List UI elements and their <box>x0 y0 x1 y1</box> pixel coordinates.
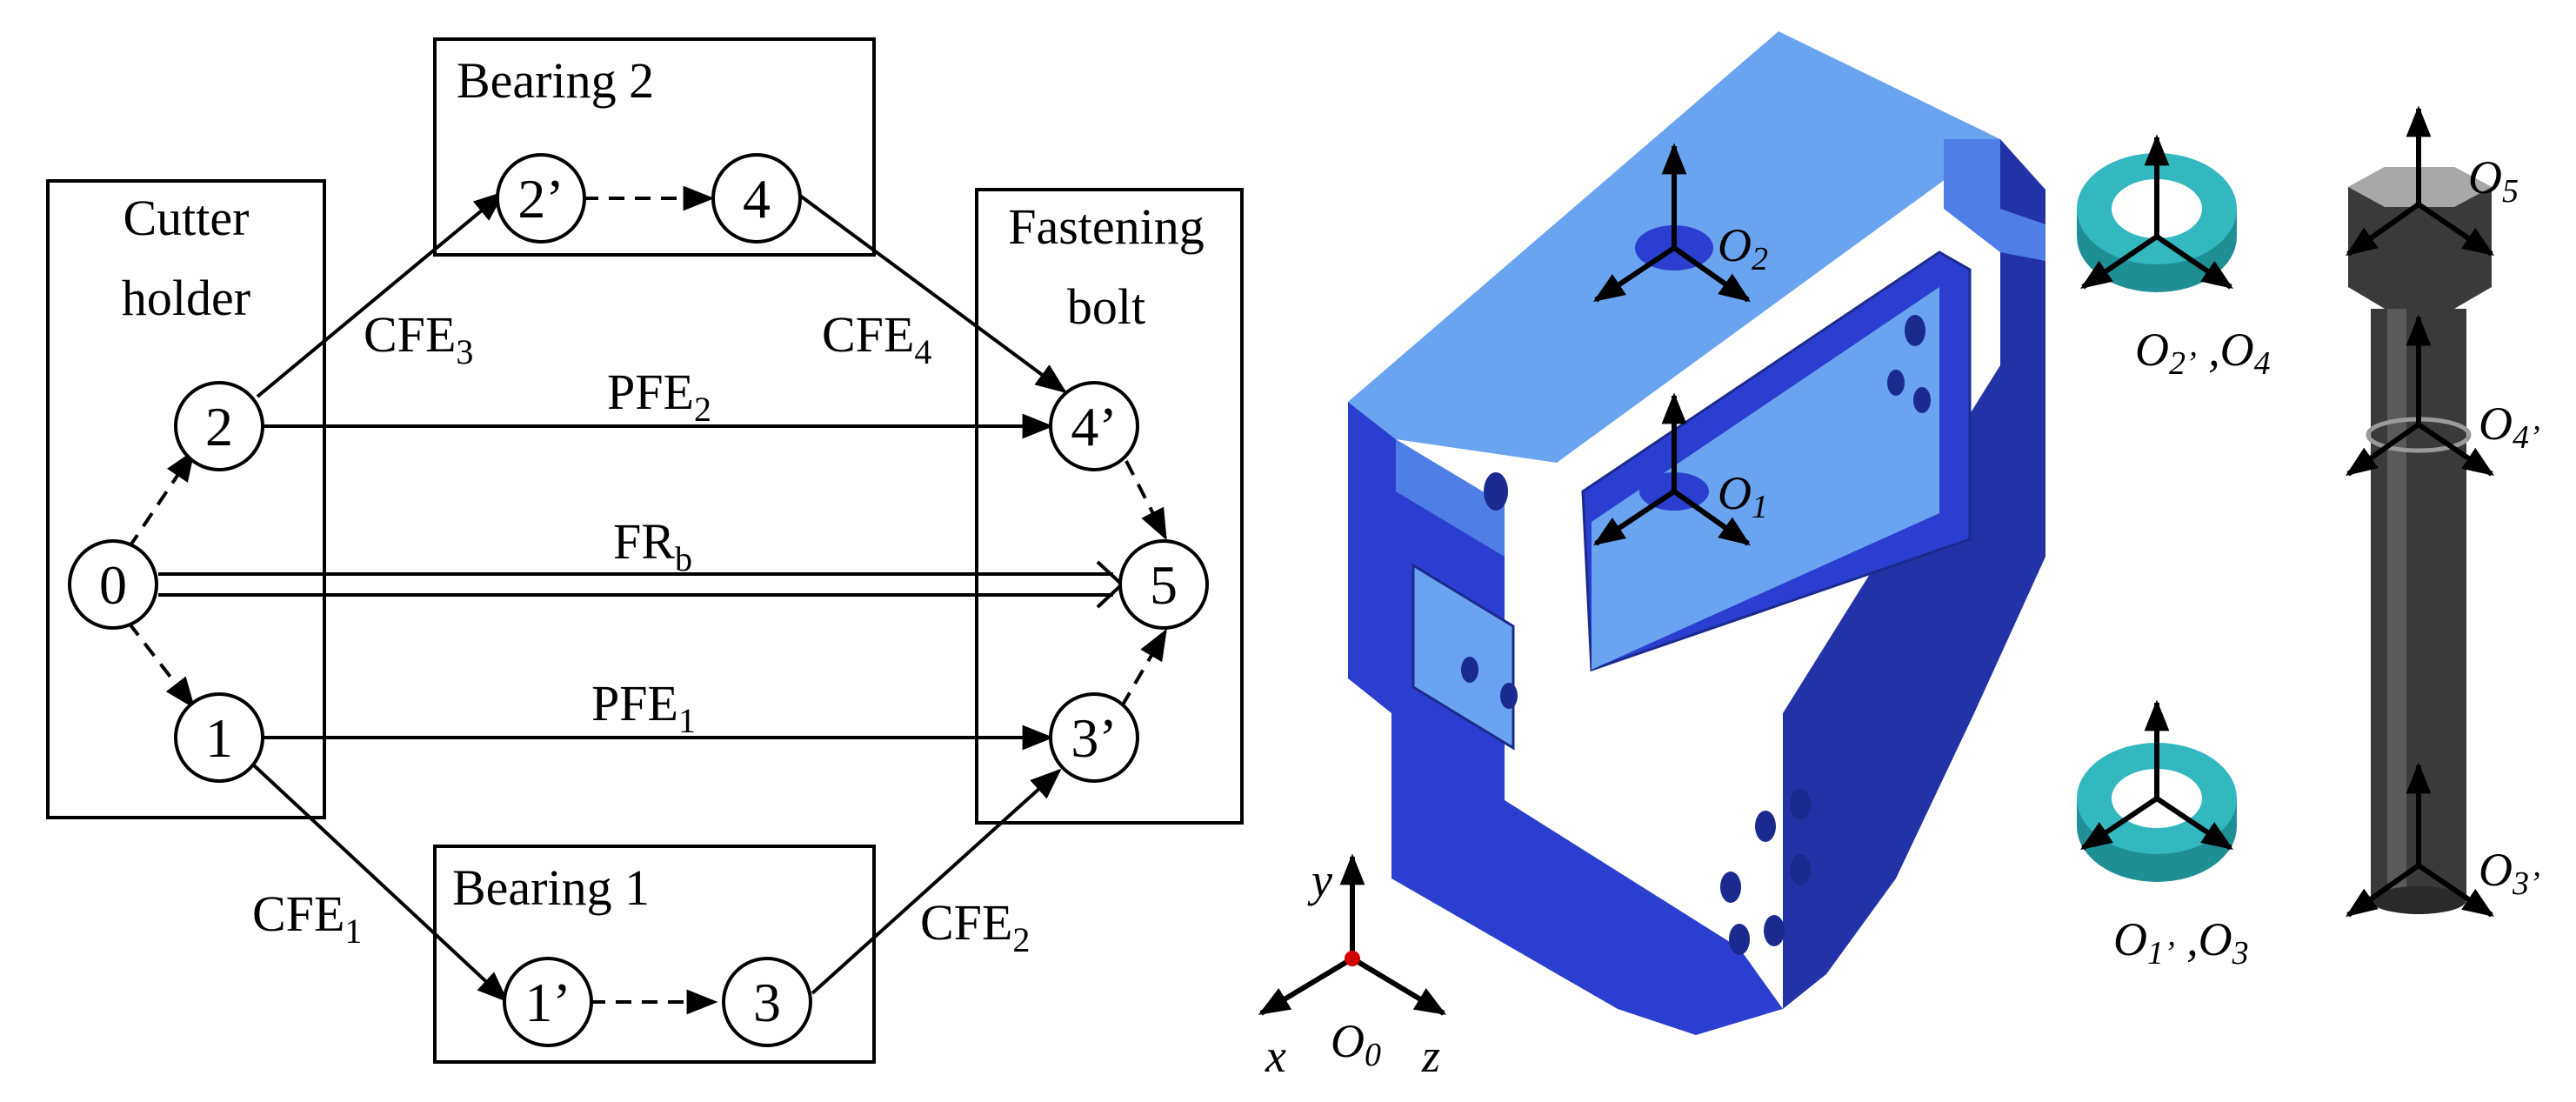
bracket-hole <box>1755 811 1776 842</box>
bracket-left-slot <box>1411 563 1515 751</box>
node-1-prime: 1’ <box>503 957 593 1047</box>
bracket-hole <box>1764 915 1785 946</box>
edge-4p-5 <box>1124 460 1167 541</box>
bracket-hole <box>1913 387 1931 413</box>
label-cfe4: CFE4 <box>822 306 931 371</box>
bracket-hole <box>1729 924 1750 955</box>
frame-o0-axes <box>1258 853 1447 1016</box>
fastening-bolt-label-1: Fastening <box>1008 198 1205 255</box>
frame-o5-axes <box>2346 105 2494 257</box>
label-o1: O1 <box>1718 467 1768 525</box>
label-o4p: O4’ <box>2479 397 2540 456</box>
bracket-hole <box>1887 370 1905 396</box>
bearing-1-box <box>433 845 876 1064</box>
svg-text:2: 2 <box>205 396 233 457</box>
node-0: 0 <box>68 539 158 630</box>
frame-o2-axes <box>1593 143 1751 303</box>
node-1: 1 <box>174 692 264 783</box>
bracket-hole <box>1790 789 1811 820</box>
axis-label-y: y <box>1307 854 1332 906</box>
edge-cfe1 <box>252 764 509 1003</box>
edge-frb-head <box>1096 560 1124 609</box>
node-4: 4 <box>711 153 802 244</box>
label-frb: FRb <box>613 513 692 578</box>
label-pfe2: PFE2 <box>607 364 711 429</box>
label-o2: O2 <box>1718 219 1768 277</box>
cutter-holder-box <box>46 179 326 819</box>
bearing-1-label: Bearing 1 <box>452 859 650 916</box>
bracket-hole <box>1905 315 1925 346</box>
node-2-prime: 2’ <box>496 153 586 244</box>
label-o5: O5 <box>2468 151 2519 210</box>
bracket-left-lug <box>1396 439 1505 557</box>
svg-text:1: 1 <box>205 707 233 769</box>
label-pfe1: PFE1 <box>591 675 696 740</box>
bracket-shoulder <box>1944 139 2045 261</box>
svg-text:4: 4 <box>743 168 771 230</box>
svg-text:4’: 4’ <box>1071 396 1117 457</box>
node-5: 5 <box>1118 539 1209 630</box>
bearing-2-box <box>433 37 876 257</box>
bracket-front-face <box>1348 402 1783 1035</box>
frame-o3p-axes <box>2346 762 2494 918</box>
frame-o1-axes <box>1593 392 1751 546</box>
svg-text:0: 0 <box>99 554 127 616</box>
fastening-bolt-box <box>975 188 1244 825</box>
bracket-hole <box>1720 872 1741 903</box>
bracket-pocket-floor <box>1592 287 1939 670</box>
label-cfe2: CFE2 <box>920 894 1030 959</box>
fastening-bolt-label-2: bolt <box>1067 278 1145 335</box>
bolt-shank-highlight <box>2387 309 2406 900</box>
edge-cfe3 <box>256 190 505 398</box>
edge-cfe4 <box>795 191 1067 394</box>
label-o1p-o3: O1’ ,O3 <box>2113 913 2249 972</box>
edge-cfe2 <box>811 768 1062 995</box>
cutter-holder-label-2: holder <box>122 270 250 326</box>
label-cfe1: CFE1 <box>252 885 362 951</box>
node-2: 2 <box>174 381 264 471</box>
svg-text:3’: 3’ <box>1071 707 1117 769</box>
bracket-hole <box>1484 472 1508 511</box>
bracket-hole <box>1500 683 1518 709</box>
bracket-part <box>1348 31 2045 1035</box>
bracket-hole <box>1461 657 1478 683</box>
edge-0-2 <box>127 450 196 550</box>
axis-label-x: x <box>1265 1030 1286 1082</box>
label-o3p: O3’ <box>2479 844 2540 902</box>
bracket-side-face <box>1783 139 2045 1009</box>
label-o0: O0 <box>1331 1015 1381 1073</box>
edge-0-1 <box>127 621 196 709</box>
label-cfe3: CFE3 <box>364 306 473 371</box>
bearing-2-label: Bearing 2 <box>457 52 654 109</box>
edge-3p-5 <box>1120 628 1167 708</box>
flow-diagram: Cutter holder Bearing 2 Bearing 1 Fasten… <box>46 37 1244 1064</box>
node-3: 3 <box>722 957 812 1047</box>
cutter-holder-label-1: Cutter <box>123 190 250 246</box>
origin-o0-dot <box>1345 951 1360 966</box>
node-4-prime: 4’ <box>1049 381 1139 471</box>
svg-text:3: 3 <box>753 972 781 1033</box>
axis-label-z: z <box>1421 1030 1440 1082</box>
frame-o1p-axes <box>2080 699 2233 851</box>
frame-o4p-axes <box>2346 314 2494 477</box>
label-o2p-o4: O2’ ,O4 <box>2135 324 2271 382</box>
svg-text:1’: 1’ <box>524 972 571 1033</box>
bolt-end <box>2371 886 2466 914</box>
node-3-prime: 3’ <box>1049 692 1139 783</box>
svg-text:5: 5 <box>1150 554 1178 616</box>
svg-text:2’: 2’ <box>517 168 564 230</box>
frame-o2p-axes <box>2080 134 2233 290</box>
bracket-hole <box>1790 854 1811 885</box>
